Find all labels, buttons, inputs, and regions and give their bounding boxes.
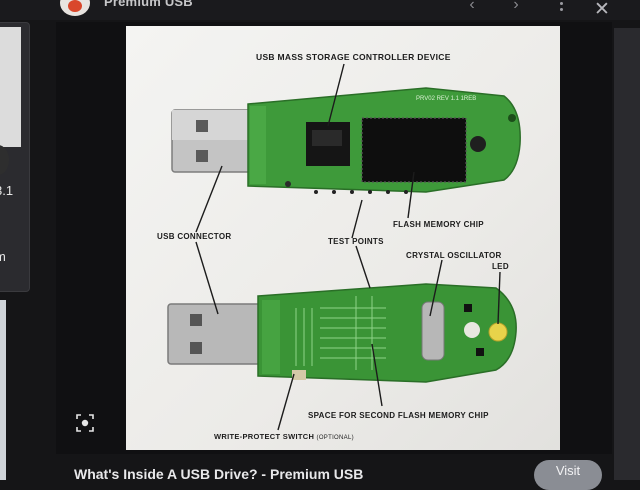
avatar xyxy=(0,145,9,175)
label-mass-storage-controller: USB MASS STORAGE CONTROLLER DEVICE xyxy=(256,52,451,62)
next-arrow-icon[interactable]: › xyxy=(513,0,519,13)
label-flash-memory-chip: FLASH MEMORY CHIP xyxy=(393,220,484,229)
leader-lines xyxy=(195,63,501,431)
usb-connector-bottom xyxy=(167,303,267,365)
label-crystal-oscillator: CRYSTAL OSCILLATOR xyxy=(406,251,502,260)
label-write-protect-switch: WRITE-PROTECT SWITCH (OPTIONAL) xyxy=(214,432,354,441)
site-name[interactable]: Premium USB xyxy=(104,0,193,9)
lens-search-icon[interactable] xyxy=(76,414,94,432)
pcb-board-top: PRV02 REV 1.1 1REB xyxy=(247,87,521,194)
top-bar: Premium USB ‹ › ✕ xyxy=(0,0,640,20)
label-led: LED xyxy=(492,262,509,271)
label-write-protect-text: WRITE-PROTECT SWITCH xyxy=(214,432,315,441)
adjacent-card-text: m xyxy=(0,249,6,264)
adjacent-thumbnail xyxy=(0,27,21,147)
board-top-marking: PRV02 REV 1.1 1REB xyxy=(416,96,476,102)
close-button[interactable]: ✕ xyxy=(594,0,610,20)
adjacent-result-card-right[interactable] xyxy=(614,28,640,480)
label-test-points: TEST POINTS xyxy=(328,237,384,246)
label-optional: (OPTIONAL) xyxy=(316,435,354,441)
label-usb-connector: USB CONNECTOR xyxy=(157,232,232,241)
adjacent-thumbnail-lower[interactable] xyxy=(0,300,6,480)
result-caption[interactable]: What's Inside A USB Drive? - Premium USB xyxy=(74,466,364,482)
pcb-board-bottom xyxy=(257,283,517,383)
adjacent-card-text: 3.1 xyxy=(0,183,14,198)
previous-arrow-icon[interactable]: ‹ xyxy=(469,0,475,13)
adjacent-result-card-left[interactable]: 3.1 m xyxy=(0,22,30,292)
more-options-icon[interactable] xyxy=(560,0,564,14)
usb-connector-top xyxy=(171,109,253,173)
visit-button[interactable]: Visit xyxy=(534,460,602,490)
label-second-flash-space: SPACE FOR SECOND FLASH MEMORY CHIP xyxy=(308,411,489,420)
site-logo[interactable] xyxy=(60,0,90,16)
usb-diagram-image[interactable]: PRV02 REV 1.1 1REB xyxy=(126,26,560,450)
usb-drive-illustration: PRV02 REV 1.1 1REB xyxy=(167,63,521,431)
